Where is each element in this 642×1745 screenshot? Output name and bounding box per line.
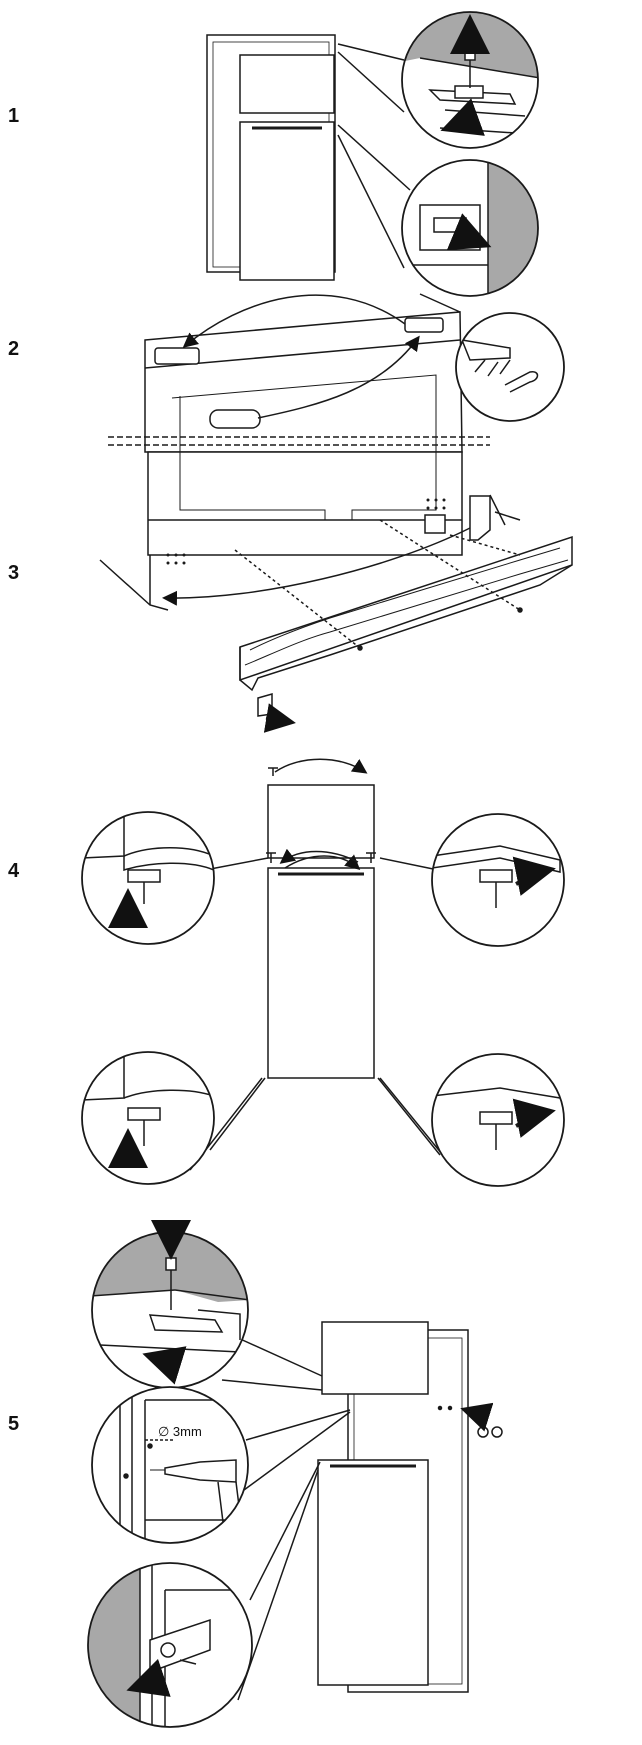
handle-left <box>154 347 200 365</box>
handle-cover <box>209 409 261 429</box>
step-number-2: 2 <box>8 338 20 360</box>
freezer-door-5 <box>321 1321 429 1395</box>
step-number-3: 3 <box>8 562 20 584</box>
hinge-detail-bottom-right <box>431 1053 565 1187</box>
arrow-left-icon <box>460 1402 494 1432</box>
hinge-detail-bottom-left <box>81 1051 215 1185</box>
step-1-illustration <box>206 11 539 297</box>
hinge-detail-top-right <box>431 813 565 947</box>
detail-circle-2 <box>401 159 539 297</box>
fridge-door-1 <box>239 121 335 281</box>
arrow-right-icon <box>446 213 492 251</box>
arrow-right-icon <box>263 703 296 733</box>
arrow-left-icon <box>440 98 485 136</box>
fridge-door-4 <box>267 867 375 1079</box>
step-2-3-illustration <box>99 293 573 733</box>
arrow-left-icon <box>126 1658 171 1697</box>
door-back-top <box>144 311 463 453</box>
handle-right <box>404 317 444 333</box>
fridge-door-5 <box>317 1459 429 1686</box>
step-5-illustration: ∅ 3mm <box>87 1220 503 1728</box>
wall-shade <box>88 1563 140 1727</box>
arrow-right-icon <box>512 856 556 896</box>
hinge-bracket <box>469 495 491 541</box>
step-number-1: 1 <box>8 105 20 127</box>
detail-circle-bottom-hinge <box>87 1562 253 1728</box>
freezer-door-4 <box>267 784 375 859</box>
detail-circle-3 <box>455 312 565 422</box>
screws-detail <box>456 313 564 421</box>
drilling-detail <box>92 1387 248 1543</box>
arrow-left-icon <box>142 1346 187 1385</box>
door-back-bottom <box>147 451 463 556</box>
step-number-5: 5 <box>8 1413 20 1435</box>
top-hinge-install-detail <box>92 1232 248 1388</box>
step-4-illustration <box>81 758 565 1187</box>
freezer-door-1 <box>239 54 335 114</box>
drill-diameter-label: ∅ 3mm <box>158 1424 202 1439</box>
detail-circle-drilling <box>91 1386 249 1544</box>
arrow-right-icon <box>512 1098 556 1138</box>
cover-cap <box>257 693 273 717</box>
detail-circle-1 <box>401 11 539 149</box>
hinge-detail-top-left <box>81 811 215 945</box>
step-number-4: 4 <box>8 860 20 882</box>
